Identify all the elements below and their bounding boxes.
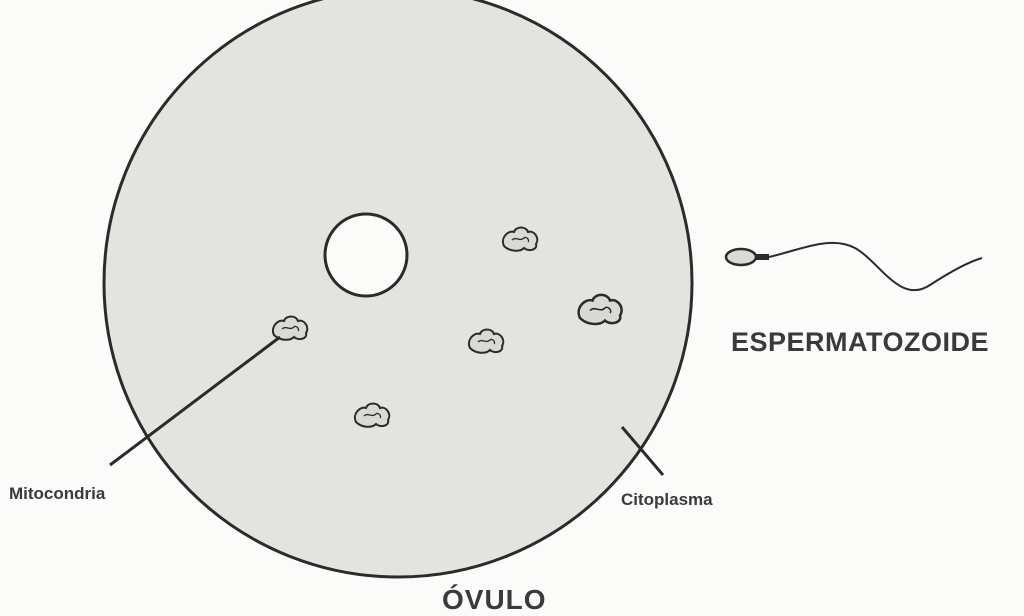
cytoplasm-label: Citoplasma [621,490,713,510]
ovum-label: ÓVULO [442,584,547,616]
sperm-tail [769,243,982,290]
sperm-head [726,249,756,265]
sperm-label: ESPERMATOZOIDE [731,327,989,358]
nucleus [325,214,407,296]
mitochondria-label: Mitocondria [9,484,105,504]
sperm-midpiece [755,254,769,260]
ovum-cell [104,0,692,577]
sperm-cell [726,243,982,290]
